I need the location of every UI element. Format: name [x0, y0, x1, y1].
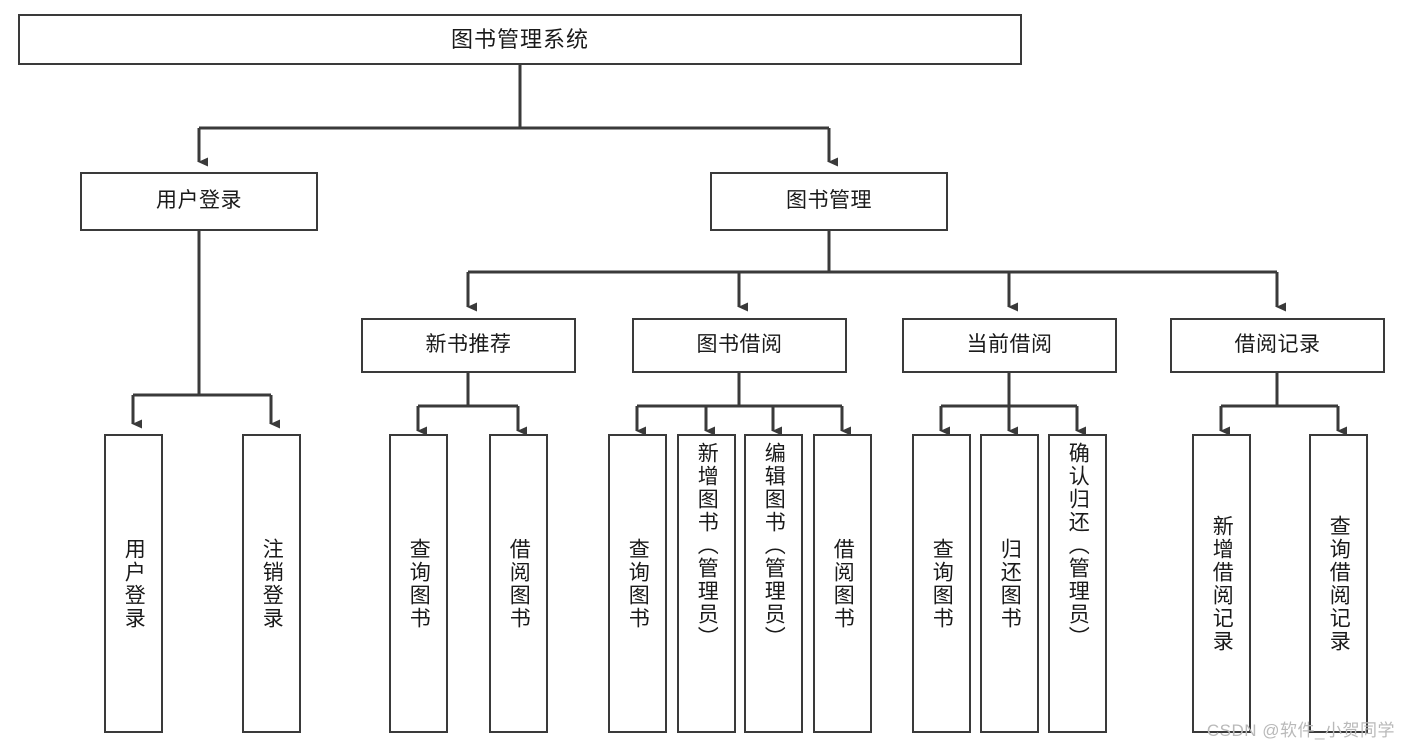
node-current-borrow-label: 当前借阅 [966, 333, 1053, 357]
node-leaf-borrow-book-2-label: 借阅图书 [831, 537, 855, 630]
node-leaf-query-book-2-label: 查询图书 [626, 537, 650, 630]
node-user-login[interactable]: 用户登录 [80, 172, 318, 231]
node-leaf-user-logout[interactable]: 注销登录 [242, 434, 301, 733]
node-root-label: 图书管理系统 [450, 26, 589, 52]
node-leaf-add-book-label: 新增图书（管理员） [695, 442, 719, 649]
node-leaf-edit-book-label: 编辑图书（管理员） [762, 442, 786, 649]
node-leaf-borrow-book-1-label: 借阅图书 [507, 537, 531, 630]
node-leaf-add-book[interactable]: 新增图书（管理员） [677, 434, 736, 733]
node-leaf-add-record[interactable]: 新增借阅记录 [1192, 434, 1251, 733]
node-leaf-query-book-3[interactable]: 查询图书 [912, 434, 971, 733]
node-leaf-user-logout-label: 注销登录 [260, 537, 284, 630]
node-current-borrow[interactable]: 当前借阅 [902, 318, 1117, 373]
node-book-management[interactable]: 图书管理 [710, 172, 948, 231]
node-root[interactable]: 图书管理系统 [18, 14, 1022, 65]
node-leaf-query-record[interactable]: 查询借阅记录 [1309, 434, 1368, 733]
node-leaf-confirm-return-label: 确认归还（管理员） [1066, 442, 1090, 649]
node-leaf-edit-book[interactable]: 编辑图书（管理员） [744, 434, 803, 733]
node-leaf-confirm-return[interactable]: 确认归还（管理员） [1048, 434, 1107, 733]
node-leaf-user-login[interactable]: 用户登录 [104, 434, 163, 733]
node-leaf-query-book-1[interactable]: 查询图书 [389, 434, 448, 733]
node-leaf-borrow-book-1[interactable]: 借阅图书 [489, 434, 548, 733]
node-new-book-recommend-label: 新书推荐 [425, 333, 512, 357]
csdn-watermark: CSDN @软件_小贺同学 [1206, 721, 1395, 740]
node-leaf-return-book-label: 归还图书 [998, 537, 1022, 630]
node-new-book-recommend[interactable]: 新书推荐 [361, 318, 576, 373]
node-leaf-add-record-label: 新增借阅记录 [1210, 514, 1234, 653]
node-book-management-label: 图书管理 [786, 189, 872, 213]
node-leaf-query-book-3-label: 查询图书 [930, 537, 954, 630]
node-leaf-borrow-book-2[interactable]: 借阅图书 [813, 434, 872, 733]
node-borrow-record-label: 借阅记录 [1234, 333, 1321, 357]
node-leaf-query-record-label: 查询借阅记录 [1327, 514, 1351, 653]
node-book-borrow-label: 图书借阅 [696, 333, 783, 357]
node-book-borrow[interactable]: 图书借阅 [632, 318, 847, 373]
node-leaf-user-login-label: 用户登录 [122, 537, 146, 630]
node-borrow-record[interactable]: 借阅记录 [1170, 318, 1385, 373]
node-leaf-query-book-1-label: 查询图书 [407, 537, 431, 630]
node-leaf-query-book-2[interactable]: 查询图书 [608, 434, 667, 733]
node-leaf-return-book[interactable]: 归还图书 [980, 434, 1039, 733]
node-user-login-label: 用户登录 [156, 189, 242, 213]
